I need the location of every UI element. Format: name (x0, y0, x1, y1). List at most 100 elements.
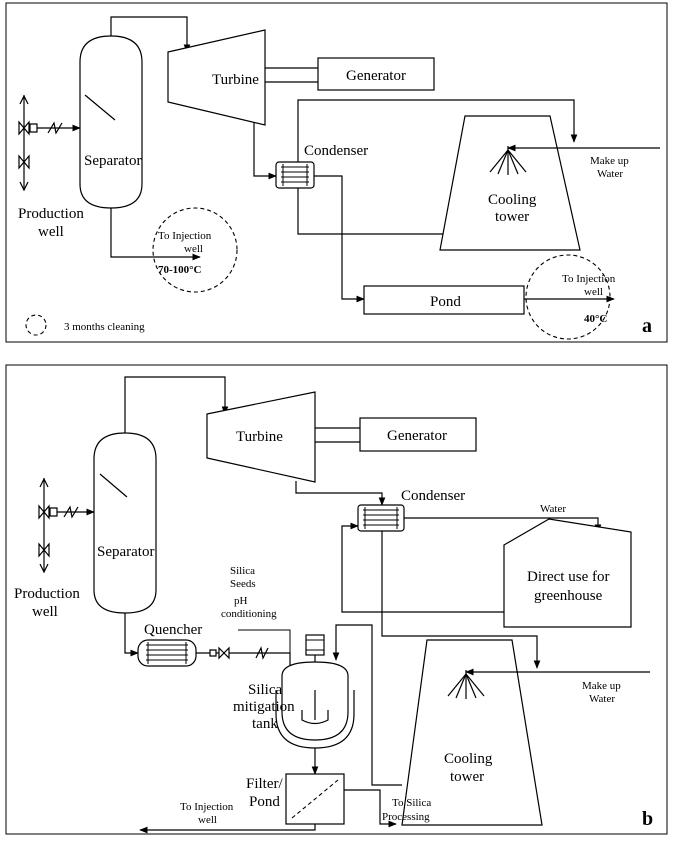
ph-label-line2: conditioning (221, 608, 277, 620)
panel-a: a Separator Production well Turbine Gene… (5, 2, 668, 343)
agitator-motor-icon (305, 634, 325, 656)
valve-actuator-icon (209, 649, 217, 657)
check-valve-icon (47, 121, 63, 135)
production-well-label-line1: Production (14, 586, 80, 602)
silica-proc-label-line1: To Silica (392, 797, 431, 809)
filter-media-icon (291, 779, 339, 819)
cooling-tower-shape (401, 639, 543, 826)
cooling-tower-shape (439, 115, 581, 251)
steam-line (110, 16, 191, 53)
silica-mitigation-tank (275, 634, 355, 749)
arrow-down-icon (39, 563, 49, 574)
legend-label: 3 months cleaning (64, 321, 145, 333)
separator-vessel (93, 432, 157, 614)
exhaust-line (295, 481, 386, 506)
turbine-shape (167, 29, 266, 126)
tank-label-line1: Silica (248, 682, 283, 698)
filter-label-line1: Filter/ (246, 776, 283, 792)
arrow-up-icon (19, 94, 29, 105)
tank-label-line2: mitigation (233, 699, 295, 715)
turbine-shape (206, 391, 316, 483)
generator-box (359, 417, 477, 452)
ph-label-line1: pH (234, 595, 248, 607)
cleaning-circle-2 (525, 254, 611, 340)
pond-label: Pond (430, 294, 461, 310)
generator-label: Generator (387, 428, 447, 444)
injection2-label-line1: To Injection (562, 273, 616, 285)
exhaust-line (253, 122, 277, 180)
greenhouse-label-line1: Direct use for (527, 569, 609, 585)
quencher-exchanger (137, 639, 197, 667)
silica-seeds-label-line1: Silica (230, 565, 255, 577)
greenhouse-return-line (341, 522, 504, 613)
gate-valve-icon (18, 154, 30, 170)
panel-a-letter: a (642, 315, 652, 337)
tower-return-line (332, 624, 402, 786)
separator-mist-eliminator (84, 94, 116, 121)
gate-valve-icon (38, 542, 50, 558)
production-well-label-line1: Production (18, 206, 84, 222)
separator-mist-eliminator (99, 473, 128, 498)
injection1-label-line1: To Injection (158, 230, 212, 242)
injection2-temp: 40°C (584, 313, 607, 325)
legend-circle (25, 314, 47, 336)
makeup-label-line2: Water (597, 168, 623, 180)
cooling-tower-label-line1: Cooling (488, 192, 537, 208)
injection-line (139, 824, 316, 834)
panel-a-frame (5, 2, 668, 343)
turbine-label: Turbine (236, 429, 283, 445)
generator-label: Generator (346, 68, 406, 84)
silica-processing-line (344, 789, 397, 828)
panel-b-letter: b (642, 808, 653, 830)
panel-b: b Separator Production well Turbine Gene… (5, 364, 668, 835)
arrow-down-icon (19, 181, 29, 192)
check-valve-icon (255, 646, 269, 660)
gate-valve-icon (18, 120, 30, 136)
brine-line (110, 208, 201, 261)
pond-box (363, 285, 525, 315)
separator-label: Separator (97, 544, 154, 560)
filter-label-line2: Pond (249, 794, 280, 810)
injection2-label-line2: well (584, 286, 603, 298)
dosing-line (238, 629, 291, 653)
panel-b-frame (5, 364, 668, 835)
separator-vessel (79, 35, 143, 209)
makeup-label-line1: Make up (582, 680, 621, 692)
cooling-tower-label-line1: Cooling (444, 751, 493, 767)
cooling-water-line (297, 99, 578, 162)
brine-line (124, 613, 139, 657)
cooling-tower-label-line2: tower (495, 209, 529, 225)
steam-line (124, 376, 229, 433)
makeup-label-line1: Make up (590, 155, 629, 167)
greenhouse-label-line2: greenhouse (534, 588, 603, 604)
valve-actuator-icon (49, 507, 58, 517)
makeup-label-line2: Water (589, 693, 615, 705)
check-valve-icon (63, 505, 79, 519)
valve-actuator-icon (29, 123, 38, 133)
condenser-label: Condenser (401, 488, 465, 504)
agitator-impeller-icon (301, 710, 329, 725)
condenser-label: Condenser (304, 143, 368, 159)
silica-seeds-label-line2: Seeds (230, 578, 256, 590)
condenser-exchanger (275, 161, 315, 189)
injection1-temp: 70-100°C (158, 264, 202, 276)
separator-label: Separator (84, 153, 141, 169)
greenhouse-shape (503, 518, 632, 628)
injection1-label-line2: well (184, 243, 203, 255)
cooling-return-line (297, 188, 443, 235)
gate-valve-icon (38, 504, 50, 520)
generator-box (317, 57, 435, 91)
gate-valve-icon (218, 646, 230, 660)
production-well-valves (18, 94, 81, 192)
cleaning-circle-1 (152, 207, 238, 293)
production-well-label-line2: well (32, 604, 58, 620)
condensate-line (314, 175, 365, 303)
water-label: Water (540, 503, 566, 515)
injection-label-line1: To Injection (180, 801, 234, 813)
arrow-up-icon (39, 477, 49, 488)
cooling-tower-label-line2: tower (450, 769, 484, 785)
quencher-label: Quencher (144, 622, 202, 638)
turbine-label: Turbine (212, 72, 259, 88)
condenser-exchanger (357, 504, 405, 532)
